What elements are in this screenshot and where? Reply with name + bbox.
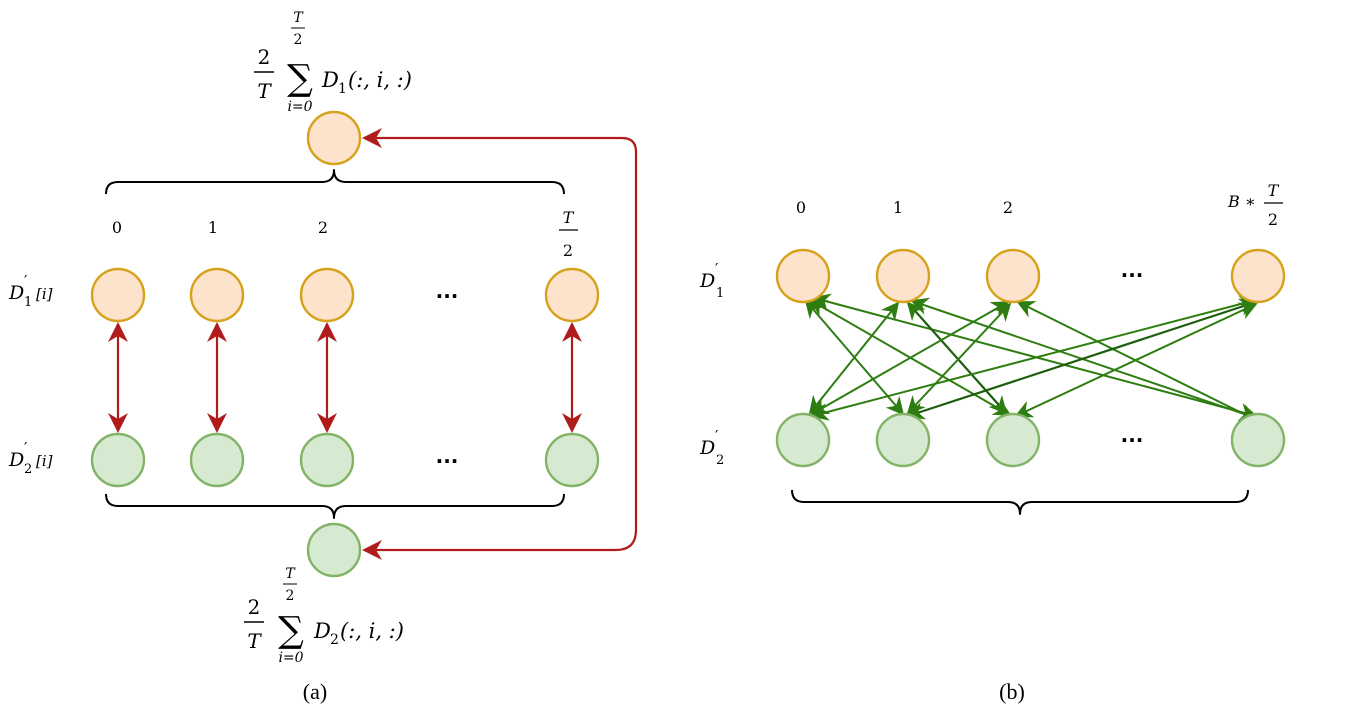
feedback-arrow-top bbox=[362, 128, 638, 530]
index-label-2: 2 bbox=[318, 218, 328, 237]
panel-a: 0 1 2 T 2 ... ... D ′ 1 [i] D ′ 2 [i] 2 … bbox=[8, 10, 638, 704]
svg-text:1: 1 bbox=[338, 81, 347, 97]
svg-text:B ∗: B ∗ bbox=[1227, 192, 1256, 211]
ellipsis-row1-b: ... bbox=[1121, 258, 1144, 282]
caption-a: (a) bbox=[303, 679, 327, 704]
d2-node-1 bbox=[189, 432, 245, 488]
panel-b: 0 1 2 B ∗ T 2 ... ... D ′ 1 D ′ 2 (b) bbox=[699, 181, 1286, 704]
ellipsis-row2-b: ... bbox=[1121, 423, 1144, 447]
svg-text:2: 2 bbox=[294, 32, 303, 48]
b-d1-node-0 bbox=[775, 248, 831, 304]
svg-text:2: 2 bbox=[716, 453, 724, 468]
svg-text:T: T bbox=[563, 208, 575, 227]
b-index-label-last: B ∗ T 2 bbox=[1227, 181, 1283, 229]
b-d2-node-last bbox=[1230, 412, 1286, 468]
svg-text:D: D bbox=[8, 282, 24, 304]
svg-text:2: 2 bbox=[286, 588, 295, 604]
cross-arrows bbox=[804, 293, 1258, 422]
b-d2-node-2 bbox=[985, 412, 1041, 468]
b-index-label-0: 0 bbox=[796, 198, 806, 217]
svg-text:′: ′ bbox=[24, 439, 28, 457]
d1-node-last bbox=[544, 267, 600, 323]
d1-node-0 bbox=[90, 267, 146, 323]
ellipsis-row2-a: ... bbox=[436, 444, 459, 468]
svg-text:D: D bbox=[321, 68, 339, 92]
aggregate-node-d2 bbox=[306, 522, 362, 578]
svg-text:2: 2 bbox=[563, 241, 573, 260]
svg-text:i=0: i=0 bbox=[287, 99, 312, 115]
brace-bottom-b bbox=[791, 489, 1249, 515]
aggregate-node-d1 bbox=[306, 110, 362, 166]
cross-arrow-t4-b2 bbox=[1014, 302, 1258, 418]
b-d1-node-1 bbox=[875, 248, 931, 304]
svg-text:′: ′ bbox=[715, 427, 719, 445]
svg-text:D: D bbox=[699, 437, 715, 459]
svg-text:[i]: [i] bbox=[36, 452, 53, 470]
d2-node-2 bbox=[299, 432, 355, 488]
d1-node-1 bbox=[189, 267, 245, 323]
b-row-label-d2: D ′ 2 bbox=[699, 427, 724, 468]
svg-text:′: ′ bbox=[715, 260, 719, 278]
d2-node-last bbox=[544, 432, 600, 488]
svg-text:2: 2 bbox=[258, 45, 271, 69]
svg-text:′: ′ bbox=[24, 272, 28, 290]
index-label-1: 1 bbox=[208, 218, 218, 237]
svg-text:(:, i, :): (:, i, :) bbox=[340, 619, 404, 643]
cross-arrow-t4-b1 bbox=[906, 298, 1258, 420]
svg-text:T: T bbox=[257, 79, 272, 103]
svg-text:∑: ∑ bbox=[278, 610, 304, 651]
bottom-sum-formula: 2 T T 2 ∑ i=0 D 2 (:, i, :) bbox=[244, 566, 404, 666]
svg-text:T: T bbox=[247, 629, 262, 653]
svg-text:∑: ∑ bbox=[287, 58, 313, 99]
top-sum-formula: 2 T T 2 ∑ i=0 D 1 (:, i, :) bbox=[254, 10, 412, 115]
d1-node-2 bbox=[299, 267, 355, 323]
svg-text:T: T bbox=[293, 10, 304, 26]
row-label-d1-i: D ′ 1 [i] bbox=[8, 272, 53, 310]
svg-text:D: D bbox=[699, 270, 715, 292]
svg-text:T: T bbox=[285, 566, 296, 582]
svg-text:2: 2 bbox=[248, 595, 261, 619]
b-index-label-2: 2 bbox=[1003, 198, 1013, 217]
brace-bottom-a bbox=[105, 493, 565, 519]
b-d1-node-last bbox=[1230, 248, 1286, 304]
b-index-label-1: 1 bbox=[893, 198, 903, 217]
svg-text:1: 1 bbox=[716, 286, 724, 301]
svg-text:2: 2 bbox=[1268, 210, 1278, 229]
d2-node-0 bbox=[90, 432, 146, 488]
svg-text:2: 2 bbox=[330, 632, 339, 648]
svg-text:[i]: [i] bbox=[36, 285, 53, 303]
b-row-label-d1: D ′ 1 bbox=[699, 260, 724, 301]
ellipsis-row1-a: ... bbox=[436, 279, 459, 303]
svg-text:T: T bbox=[1268, 181, 1280, 200]
row-label-d2-i: D ′ 2 [i] bbox=[8, 439, 53, 477]
b-d1-node-2 bbox=[985, 248, 1041, 304]
index-label-last: T 2 bbox=[559, 208, 578, 260]
svg-text:D: D bbox=[8, 449, 24, 471]
svg-text:i=0: i=0 bbox=[278, 650, 303, 666]
svg-text:D: D bbox=[313, 619, 331, 643]
brace-top-a bbox=[105, 169, 565, 195]
b-d2-node-0 bbox=[775, 412, 831, 468]
caption-b: (b) bbox=[999, 679, 1025, 704]
svg-text:2: 2 bbox=[24, 462, 32, 477]
b-d2-node-1 bbox=[875, 412, 931, 468]
feedback-arrow-bottom bbox=[362, 529, 638, 560]
svg-text:(:, i, :): (:, i, :) bbox=[348, 68, 412, 92]
svg-text:1: 1 bbox=[24, 295, 32, 310]
index-label-0: 0 bbox=[112, 218, 122, 237]
